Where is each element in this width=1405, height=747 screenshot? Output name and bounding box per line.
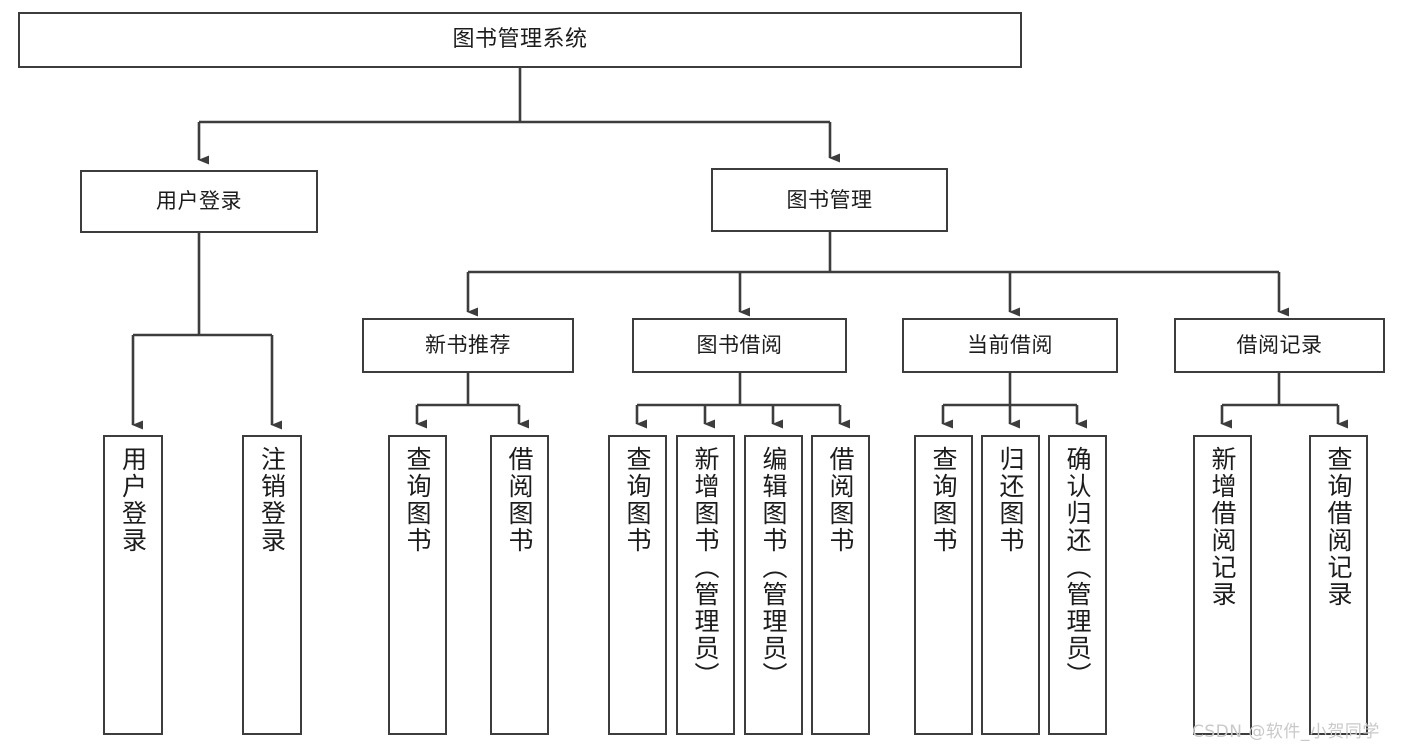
node-leaf-query-book-2[interactable]: 查询图书 (608, 435, 667, 735)
node-root-label: 图书管理系统 (452, 27, 588, 53)
node-leaf-query-book-3-label: 查询图书 (929, 446, 958, 554)
node-borrow-record-label: 借阅记录 (1236, 333, 1323, 358)
node-user-login[interactable]: 用户登录 (80, 170, 318, 233)
node-leaf-add-book-label: 新增图书（管理员） (691, 446, 720, 689)
node-leaf-query-book-1-label: 查询图书 (403, 446, 432, 554)
node-user-login-label: 用户登录 (156, 189, 242, 214)
node-leaf-add-record-label: 新增借阅记录 (1208, 446, 1237, 608)
node-leaf-query-book-3[interactable]: 查询图书 (914, 435, 973, 735)
node-current-borrow-label: 当前借阅 (967, 333, 1053, 358)
node-book-borrow-label: 图书借阅 (696, 333, 783, 358)
node-leaf-user-login-label: 用户登录 (118, 446, 148, 554)
node-leaf-return-book[interactable]: 归还图书 (981, 435, 1040, 735)
node-leaf-borrow-book-2[interactable]: 借阅图书 (811, 435, 870, 735)
node-new-book-recommend[interactable]: 新书推荐 (362, 318, 574, 373)
node-leaf-add-record[interactable]: 新增借阅记录 (1193, 435, 1252, 735)
node-leaf-query-book-2-label: 查询图书 (623, 446, 652, 554)
node-borrow-record[interactable]: 借阅记录 (1174, 318, 1385, 373)
node-book-borrow[interactable]: 图书借阅 (632, 318, 847, 373)
node-current-borrow[interactable]: 当前借阅 (902, 318, 1118, 373)
node-root[interactable]: 图书管理系统 (18, 12, 1022, 68)
node-leaf-borrow-book-2-label: 借阅图书 (826, 446, 855, 554)
node-leaf-borrow-book-1[interactable]: 借阅图书 (490, 435, 549, 735)
node-leaf-query-record[interactable]: 查询借阅记录 (1309, 435, 1368, 735)
node-leaf-edit-book-label: 编辑图书（管理员） (759, 446, 788, 689)
node-leaf-return-book-label: 归还图书 (996, 446, 1025, 554)
node-leaf-borrow-book-1-label: 借阅图书 (505, 446, 534, 554)
node-leaf-query-record-label: 查询借阅记录 (1324, 446, 1353, 608)
node-book-manage[interactable]: 图书管理 (711, 168, 948, 232)
node-leaf-logout-login[interactable]: 注销登录 (242, 435, 302, 735)
node-new-book-recommend-label: 新书推荐 (425, 333, 511, 358)
node-leaf-confirm-return-label: 确认归还（管理员） (1063, 446, 1092, 689)
node-book-manage-label: 图书管理 (786, 187, 873, 212)
node-leaf-query-book-1[interactable]: 查询图书 (388, 435, 447, 735)
csdn-watermark: CSDN @软件_小贺同学 (1192, 722, 1380, 742)
node-leaf-user-login[interactable]: 用户登录 (103, 435, 163, 735)
node-leaf-edit-book[interactable]: 编辑图书（管理员） (744, 435, 803, 735)
node-leaf-add-book[interactable]: 新增图书（管理员） (676, 435, 735, 735)
node-leaf-confirm-return[interactable]: 确认归还（管理员） (1048, 435, 1107, 735)
node-leaf-logout-login-label: 注销登录 (257, 446, 287, 554)
